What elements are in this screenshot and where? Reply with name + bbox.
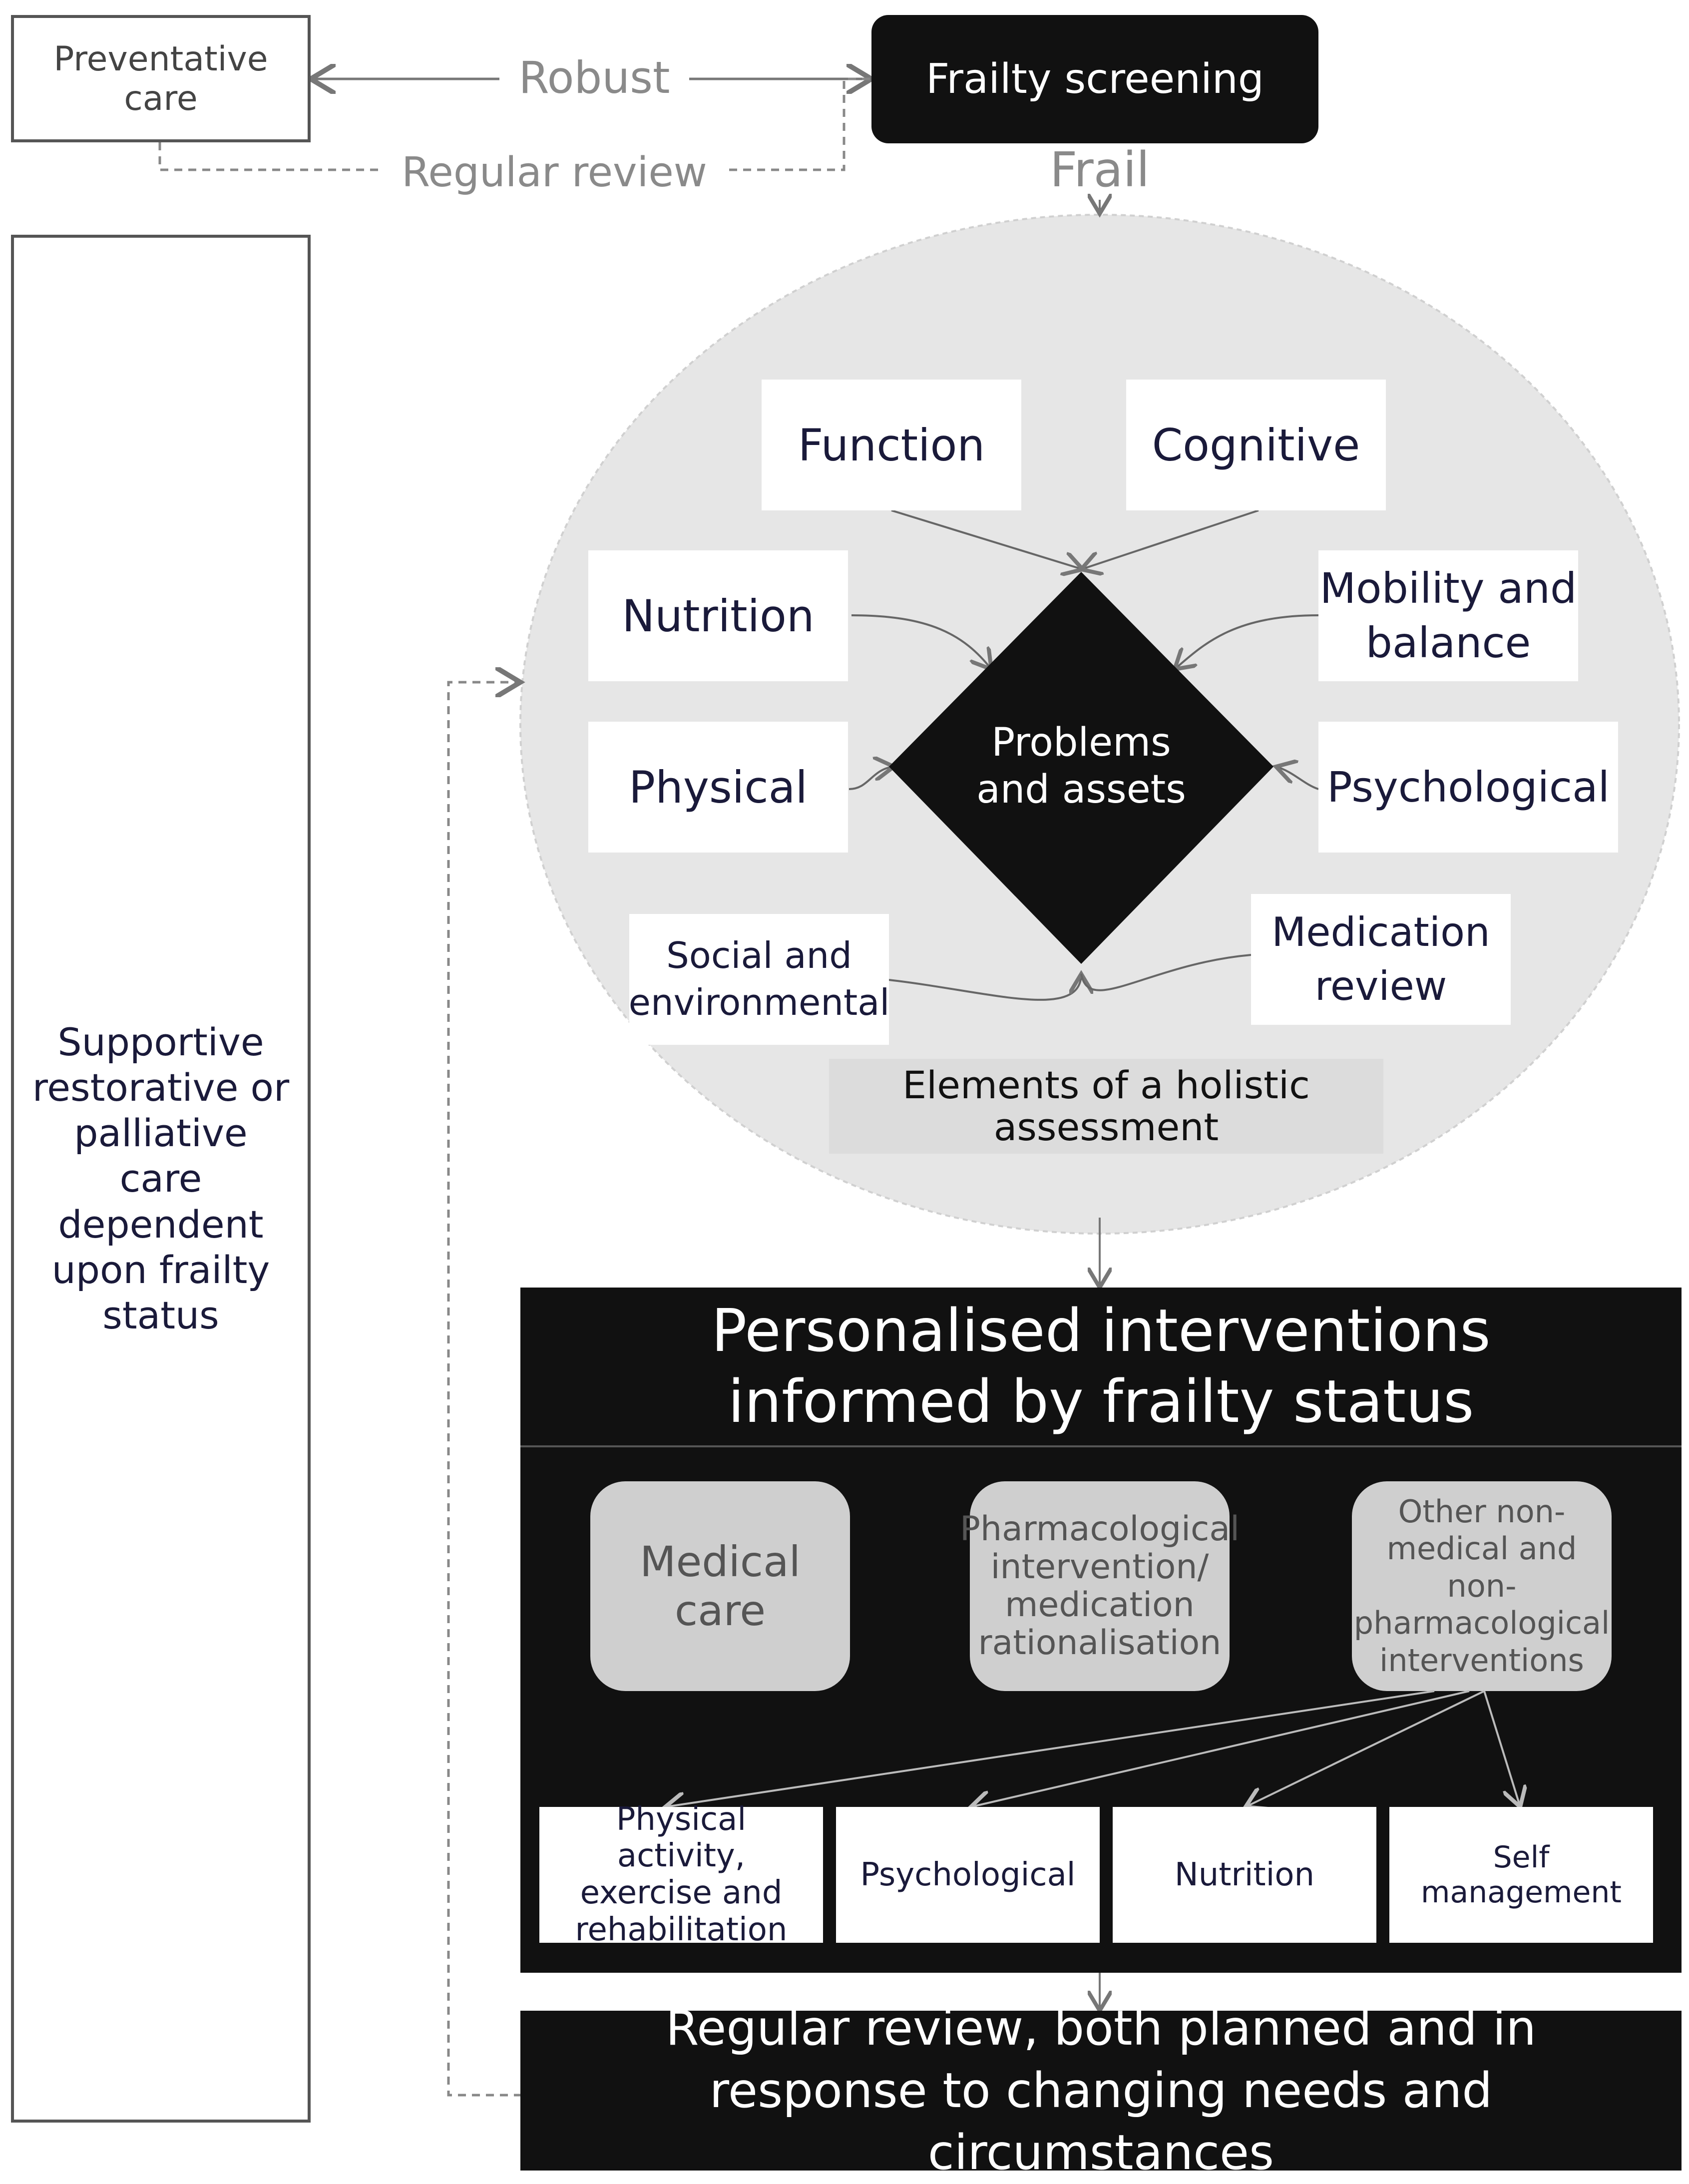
problems-assets-diamond: [889, 572, 1273, 964]
physical-label: Physical: [629, 761, 808, 813]
holistic-assessment-caption: Elements of a holistic assessment: [829, 1059, 1383, 1154]
cognitive-box: Cognitive: [1126, 380, 1386, 510]
sub-intervention-arrows: [520, 1690, 1682, 1973]
pharmacological-box: Pharmacological intervention/ medication…: [960, 1481, 1240, 1691]
function-box: Function: [762, 380, 1021, 510]
regular-review-panel-label: Regular review, both planned and in resp…: [665, 2000, 1537, 2181]
medical-care-box: Medical care: [590, 1481, 850, 1691]
other-to-psychological-arrow: [971, 1690, 1470, 1807]
regular-review-loop-right: [729, 77, 871, 171]
supportive-care-label: Supportive restorative or palliative car…: [32, 1019, 290, 1337]
nutrition-arrow: [851, 614, 991, 669]
psychological-intervention-label: Psychological: [860, 1856, 1076, 1893]
medication-review-label: Medication review: [1271, 909, 1490, 1009]
interventions-panel: Personalised interventions informed by f…: [520, 1288, 1682, 1973]
review-feedback-loop: [447, 682, 522, 2097]
medication-arrow: [1080, 954, 1252, 991]
nutrition-box: Nutrition: [588, 550, 848, 681]
nutrition-intervention-label: Nutrition: [1174, 1856, 1315, 1893]
mobility-arrow: [1175, 614, 1319, 669]
regular-review-panel: Regular review, both planned and in resp…: [520, 2000, 1682, 2181]
robust-label: Robust: [499, 45, 689, 110]
frailty-screening-box: Frailty screening: [871, 15, 1318, 143]
cognitive-arrow: [1081, 509, 1259, 569]
other-to-physical-activity-arrow: [665, 1690, 1435, 1807]
other-to-nutrition-arrow: [1246, 1690, 1485, 1807]
nutrition-intervention-box: Nutrition: [1113, 1807, 1376, 1943]
physical-box: Physical: [588, 722, 848, 853]
medical-care-label: Medical care: [640, 1537, 801, 1635]
physical-activity-label: Physical activity, exercise and rehabili…: [575, 1800, 788, 1948]
pharmacological-label: Pharmacological intervention/ medication…: [960, 1509, 1240, 1663]
problems-assets-label: Problems and assets: [976, 720, 1186, 812]
physical-activity-box: Physical activity, exercise and rehabili…: [539, 1801, 823, 1948]
other-interventions-box: Other non-medical and non-pharmacologica…: [1352, 1481, 1612, 1691]
frail-label: Frail: [1050, 142, 1150, 198]
function-label: Function: [798, 419, 985, 471]
psychological-box: Psychological: [1318, 722, 1618, 853]
regular-review-loop-left: [158, 142, 380, 171]
medication-review-box: Medication review: [1251, 894, 1511, 1025]
self-management-box: Self management: [1389, 1807, 1653, 1943]
frailty-screening-label: Frailty screening: [926, 55, 1264, 103]
psychological-label: Psychological: [1327, 763, 1610, 812]
self-management-label: Self management: [1421, 1840, 1622, 1910]
psychological-intervention-box: Psychological: [836, 1807, 1100, 1943]
cognitive-label: Cognitive: [1152, 419, 1360, 471]
social-arrow: [888, 974, 1081, 1001]
mobility-balance-box: Mobility and balance: [1318, 550, 1578, 681]
supportive-care-box: Supportive restorative or palliative car…: [11, 235, 311, 2123]
preventative-care-box: Preventative care: [11, 15, 311, 142]
social-environmental-label: Social and environmental: [628, 934, 890, 1023]
physical-arrow: [848, 767, 894, 790]
social-environmental-box: Social and environmental: [629, 914, 889, 1045]
preventative-care-label: Preventative care: [53, 39, 268, 118]
mobility-balance-label: Mobility and balance: [1319, 563, 1577, 667]
regular-review-label: Regular review: [380, 142, 729, 202]
other-interventions-label: Other non-medical and non-pharmacologica…: [1353, 1493, 1610, 1679]
other-to-self-management-arrow: [1483, 1691, 1520, 1807]
psychological-arrow: [1276, 767, 1319, 790]
interventions-title: Personalised interventions informed by f…: [520, 1288, 1682, 1447]
nutrition-label: Nutrition: [622, 590, 815, 642]
function-arrow: [891, 509, 1083, 569]
